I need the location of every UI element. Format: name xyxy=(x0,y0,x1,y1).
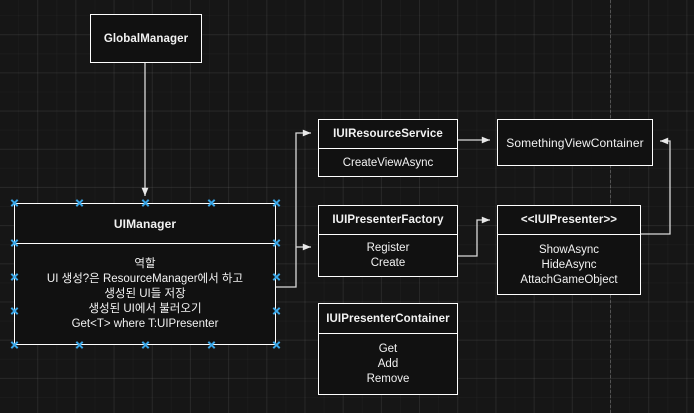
member-line: Get xyxy=(378,343,398,355)
node-iuiresourceservice-members: CreateViewAsync xyxy=(319,149,457,177)
member-line: Remove xyxy=(366,373,410,385)
member-line: 생성된 UI에서 불러오기 xyxy=(88,303,202,315)
resize-handle-left-upper[interactable] xyxy=(10,239,19,248)
resize-handle-top-right[interactable] xyxy=(272,199,281,208)
node-globalmanager[interactable]: GlobalManager xyxy=(90,14,202,63)
resize-handle-top-left[interactable] xyxy=(10,199,19,208)
node-iuipresenter-members: ShowAsync HideAsync AttachGameObject xyxy=(498,235,640,295)
resize-handle-bottom-center[interactable] xyxy=(141,341,150,350)
edge-uimanager-to-resourceservice xyxy=(276,129,311,288)
member-line: Register xyxy=(366,242,410,254)
resize-handle-top-center[interactable] xyxy=(141,199,150,208)
member-line: AttachGameObject xyxy=(520,273,618,286)
resize-handle-left-lower[interactable] xyxy=(10,307,19,316)
node-iuipresentercontainer[interactable]: IUIPresenterContainer Get Add Remove xyxy=(318,303,458,395)
resize-handle-right-upper[interactable] xyxy=(272,239,281,248)
resize-handle-bottom-mid-left[interactable] xyxy=(75,341,84,350)
node-iuipresenter-title: <<IUIPresenter>> xyxy=(498,206,640,235)
node-iuipresentercontainer-members: Get Add Remove xyxy=(319,334,457,395)
node-iuipresentercontainer-title: IUIPresenterContainer xyxy=(319,304,457,334)
member-line: Get<T> where T:UIPresenter xyxy=(71,318,219,330)
member-line: 역할 xyxy=(134,258,156,270)
node-uimanager-members: 역할 UI 생성?은 ResourceManager에서 하고 생성된 UI들 … xyxy=(15,244,275,345)
node-iuipresenterfactory[interactable]: IUIPresenterFactory Register Create xyxy=(318,205,458,277)
member-line: UI 생성?은 ResourceManager에서 하고 xyxy=(46,273,244,285)
member-line: 생성된 UI들 저장 xyxy=(104,288,186,300)
resize-handle-bottom-mid-right[interactable] xyxy=(207,341,216,350)
resize-handle-top-mid-right[interactable] xyxy=(207,199,216,208)
node-somethingviewcontainer-title: SomethingViewContainer xyxy=(506,135,644,150)
member-line: Add xyxy=(377,358,399,370)
resize-handle-right-lower[interactable] xyxy=(272,307,281,316)
member-line: CreateViewAsync xyxy=(342,156,434,169)
node-somethingviewcontainer[interactable]: SomethingViewContainer xyxy=(497,119,653,166)
resize-handle-bottom-right[interactable] xyxy=(272,341,281,350)
edge-presenterfactory-to-presenter xyxy=(458,216,490,257)
node-iuiresourceservice-title: IUIResourceService xyxy=(319,120,457,149)
resize-handle-left-middle[interactable] xyxy=(10,273,19,282)
member-line: ShowAsync xyxy=(538,243,600,256)
node-globalmanager-title: GlobalManager xyxy=(103,32,189,45)
resize-handle-top-mid-left[interactable] xyxy=(75,199,84,208)
member-line: Create xyxy=(370,257,406,269)
resize-handle-right-middle[interactable] xyxy=(272,273,281,282)
node-iuipresenterfactory-title: IUIPresenterFactory xyxy=(319,206,457,235)
node-iuiresourceservice[interactable]: IUIResourceService CreateViewAsync xyxy=(318,119,458,177)
node-iuipresenterfactory-members: Register Create xyxy=(319,235,457,277)
resize-handle-bottom-left[interactable] xyxy=(10,341,19,350)
node-uimanager[interactable]: UIManager 역할 UI 생성?은 ResourceManager에서 하… xyxy=(14,203,276,345)
member-line: HideAsync xyxy=(541,258,597,271)
node-uimanager-title: UIManager xyxy=(15,204,275,244)
node-iuipresenter[interactable]: <<IUIPresenter>> ShowAsync HideAsync Att… xyxy=(497,205,641,295)
